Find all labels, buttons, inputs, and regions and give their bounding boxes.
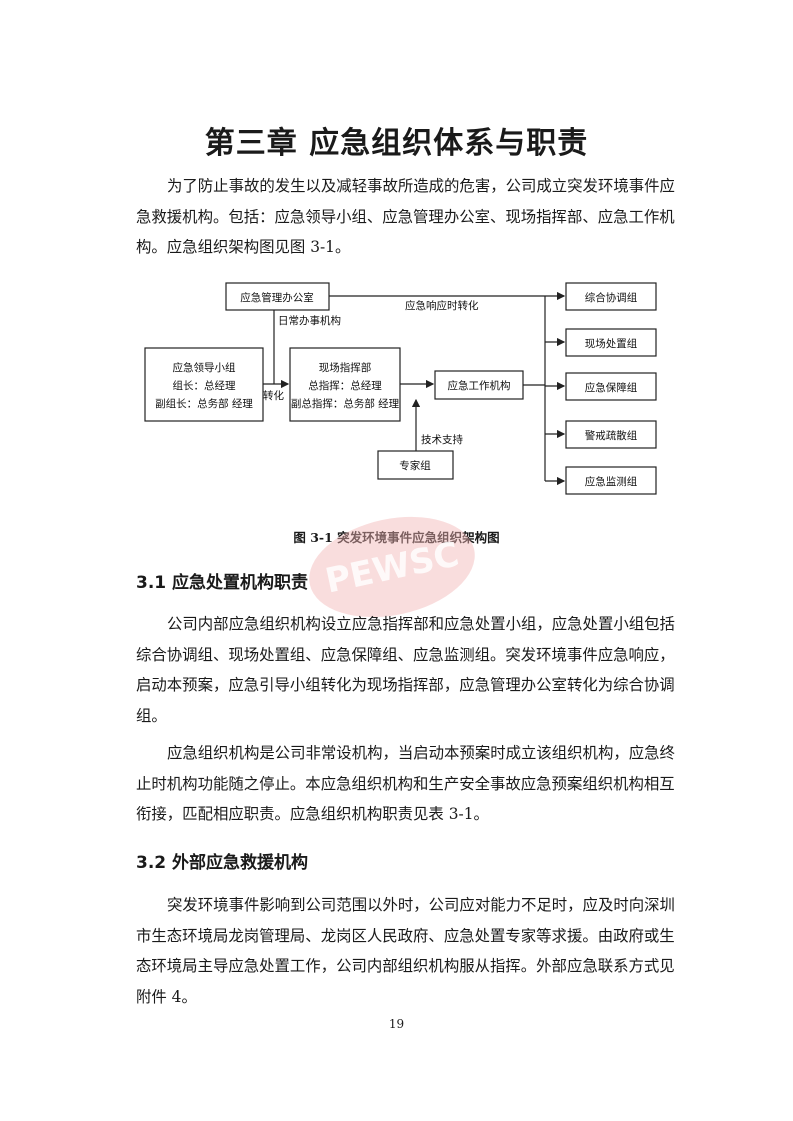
text-line: 衔接，匹配相应职责。应急组织机构职责见表 3-1。 xyxy=(136,805,489,823)
intro-line: 为了防止事故的发生以及减轻事故所造成的危害，公司成立突发环境事件应 xyxy=(167,177,675,195)
leading-group-deputy: 副组长：总务部 经理 xyxy=(155,397,253,410)
group-box-5 xyxy=(565,466,657,495)
text-line: 市生态环境局龙岗管理局、龙岗区人民政府、应急处置专家等求援。由政府或生 xyxy=(136,926,675,945)
section-3-1-paragraph-1: 公司内部应急组织机构设立应急指挥部和应急处置小组，应急处置小组包括 综合协调组、… xyxy=(136,609,675,731)
figure-caption: 图 3-1 突发环境事件应急组织架构图 xyxy=(293,530,500,545)
section-3-1-paragraph-2: 应急组织机构是公司非常设机构，当启动本预案时成立该组织机构，应急终 止时机构功能… xyxy=(136,738,675,830)
expert-group-label: 专家组 xyxy=(399,459,431,472)
section-3-2-paragraph-1: 突发环境事件影响到公司范围以外时，公司应对能力不足时，应及时向深圳 市生态环境局… xyxy=(136,890,675,1012)
work-agency-label: 应急工作机构 xyxy=(448,379,511,392)
section-heading-3-1: 3.1 应急处置机构职责 xyxy=(136,573,309,593)
group-label-2: 现场处置组 xyxy=(585,337,638,350)
text-line: 突发环境事件影响到公司范围以外时，公司应对能力不足时，应及时向深圳 xyxy=(167,896,675,914)
text-line: 附件 4。 xyxy=(136,987,197,1006)
leading-group-title: 应急领导小组 xyxy=(173,361,236,374)
section-heading-3-2: 3.2 外部应急救援机构 xyxy=(136,853,309,873)
text-line: 公司内部应急组织机构设立应急指挥部和应急处置小组，应急处置小组包括 xyxy=(167,615,675,633)
group-label-3: 应急保障组 xyxy=(585,381,638,394)
group-box-2 xyxy=(565,328,657,357)
group-label-1: 综合协调组 xyxy=(585,291,638,304)
command-title: 现场指挥部 xyxy=(319,361,372,374)
chapter-title: 第三章 应急组织体系与职责 xyxy=(204,126,589,161)
office-label: 应急管理办公室 xyxy=(240,291,314,304)
text-line: 综合协调组、现场处置组、应急保障组、应急监测组。突发环境事件应急响应， xyxy=(136,645,675,664)
page-number: 19 xyxy=(388,1017,405,1031)
intro-line: 急救援机构。包括：应急领导小组、应急管理办公室、现场指挥部、应急工作机 xyxy=(136,207,675,226)
tech-support-label: 技术支持 xyxy=(421,433,463,446)
command-deputy: 副总指挥：总务部 经理 xyxy=(291,397,400,410)
intro-line: 构。应急组织架构图见图 3-1。 xyxy=(136,238,351,256)
leading-group-leader: 组长：总经理 xyxy=(173,379,236,392)
group-box-3 xyxy=(565,372,657,401)
text-line: 启动本预案，应急引导小组转化为现场指挥部，应急管理办公室转化为综合协调 xyxy=(136,676,675,694)
group-box-4 xyxy=(565,420,657,449)
intro-paragraph: 为了防止事故的发生以及减轻事故所造成的危害，公司成立突发环境事件应 急救援机构。… xyxy=(136,171,675,263)
daily-agency-label: 日常办事机构 xyxy=(278,314,341,327)
response-convert-label: 应急响应时转化 xyxy=(405,299,479,312)
text-line: 止时机构功能随之停止。本应急组织机构和生产安全事故应急预案组织机构相互 xyxy=(136,774,675,793)
command-chief: 总指挥：总经理 xyxy=(308,379,382,392)
group-box-1 xyxy=(565,282,657,311)
text-line: 应急组织机构是公司非常设机构，当启动本预案时成立该组织机构，应急终 xyxy=(167,744,675,762)
group-label-5: 应急监测组 xyxy=(585,475,638,488)
group-label-4: 警戒疏散组 xyxy=(585,429,638,442)
text-line: 组。 xyxy=(136,706,167,725)
text-line: 态环境局主导应急处置工作，公司内部组织机构服从指挥。外部应急联系方式见 xyxy=(136,957,675,975)
convert-label: 转化 xyxy=(263,389,284,402)
watermark-stamp: PEWSC xyxy=(305,515,480,620)
organization-chart: 应急管理办公室 应急领导小组 组长：总经理 副组长：总务部 经理 现场指挥部 总… xyxy=(140,280,670,510)
